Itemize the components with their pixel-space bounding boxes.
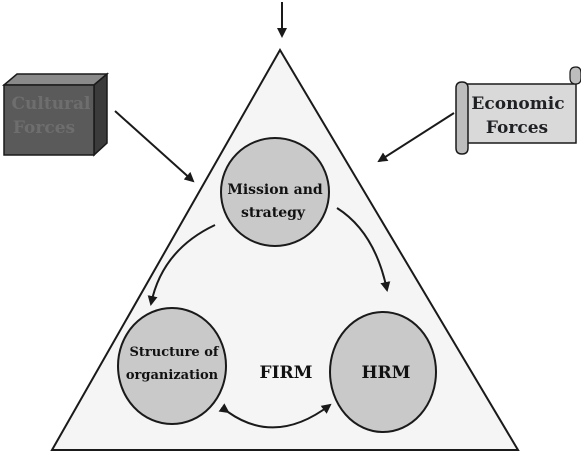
economic-forces-label-line1: Economic — [471, 94, 564, 114]
firm-label: FIRM — [260, 363, 313, 383]
hrm-label: HRM — [361, 363, 410, 383]
structure-label-line1: Structure of — [130, 345, 220, 360]
structure-circle — [117, 307, 227, 425]
economic-forces-label-line2: Forces — [486, 118, 548, 138]
mission-to-structure-arrow — [147, 224, 216, 306]
structure-label-line2: organization — [126, 368, 219, 383]
structure-hrm-bidirectional-arrow — [218, 403, 332, 429]
mission-strategy-circle — [220, 137, 330, 247]
mission-label-line2: strategy — [241, 205, 306, 221]
cultural-to-firm-arrow — [114, 110, 195, 183]
cultural-forces-label-line2: Forces — [13, 118, 75, 138]
economic-forces-scroll: Economic Forces — [455, 66, 581, 155]
economic-to-firm-arrow — [377, 112, 455, 163]
mission-to-hrm-arrow — [336, 207, 391, 292]
hrm-circle — [329, 311, 437, 433]
cultural-forces-label-line1: Cultural — [12, 94, 92, 114]
cultural-forces-box: Cultural Forces — [1, 72, 110, 157]
mission-label-line1: Mission and — [227, 182, 323, 198]
